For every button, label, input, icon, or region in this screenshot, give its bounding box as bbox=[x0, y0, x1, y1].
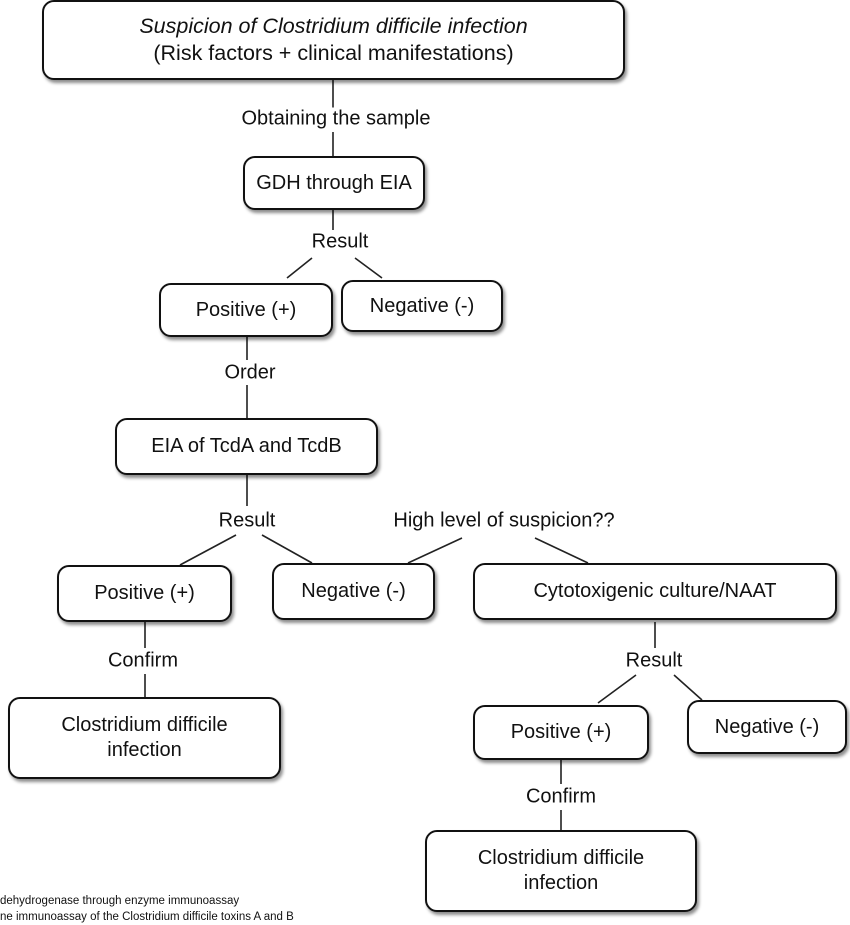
suspicion-node: Suspicion of Clostridium difficile infec… bbox=[42, 0, 625, 80]
gdh-eia-node: GDH through EIA bbox=[243, 156, 425, 210]
negative-label-3: Negative (-) bbox=[714, 715, 820, 738]
cdi-left-line2: infection bbox=[107, 739, 182, 761]
positive-node-3: Positive (+) bbox=[473, 705, 649, 760]
connector bbox=[261, 534, 313, 564]
cytotoxigenic-culture-label: Cytotoxigenic culture/NAAT bbox=[533, 580, 777, 602]
obtaining-sample-label: Obtaining the sample bbox=[239, 107, 433, 131]
positive-label-3: Positive (+) bbox=[510, 721, 612, 743]
connector bbox=[407, 537, 463, 564]
cdi-right-line2: infection bbox=[523, 872, 599, 894]
eia-toxins-node: EIA of TcdA and TcdB bbox=[115, 418, 378, 475]
result-label-2: Result bbox=[216, 509, 278, 533]
eia-toxins-label: EIA of TcdA and TcdB bbox=[151, 435, 342, 457]
cdi-node-right: Clostridium difficile infection bbox=[425, 830, 697, 912]
gdh-eia-label: GDH through EIA bbox=[256, 171, 412, 194]
connector bbox=[179, 534, 237, 566]
footnote-line-1: dehydrogenase through enzyme immunoassay bbox=[0, 895, 240, 907]
negative-node-3: Negative (-) bbox=[687, 700, 847, 754]
negative-label-2: Negative (-) bbox=[301, 580, 406, 602]
negative-node-1: Negative (-) bbox=[341, 280, 503, 332]
connector bbox=[534, 537, 589, 564]
positive-node-2: Positive (+) bbox=[57, 565, 232, 622]
footnote-line-2: ne immunoassay of the Clostridium diffic… bbox=[0, 911, 294, 923]
connector bbox=[354, 257, 383, 279]
positive-node-1: Positive (+) bbox=[159, 283, 333, 337]
suspicion-subtitle: (Risk factors + clinical manifestations) bbox=[153, 41, 514, 65]
order-label: Order bbox=[222, 361, 278, 385]
cytotoxigenic-culture-node: Cytotoxigenic culture/NAAT bbox=[473, 563, 837, 620]
confirm-label-1: Confirm bbox=[105, 649, 181, 673]
high-suspicion-label: High level of suspicion?? bbox=[391, 509, 617, 533]
cdi-left-line1: Clostridium difficile bbox=[61, 714, 228, 736]
positive-label-1: Positive (+) bbox=[195, 298, 297, 321]
connector bbox=[286, 257, 313, 279]
positive-label-2: Positive (+) bbox=[94, 582, 195, 604]
confirm-label-2: Confirm bbox=[523, 785, 599, 809]
cdi-right-line1: Clostridium difficile bbox=[477, 847, 645, 869]
negative-label-1: Negative (-) bbox=[369, 294, 475, 317]
cdi-node-left: Clostridium difficile infection bbox=[8, 697, 281, 779]
suspicion-title: Suspicion of Clostridium difficile infec… bbox=[139, 14, 528, 39]
connector bbox=[673, 674, 703, 701]
result-label-3: Result bbox=[623, 649, 685, 673]
negative-node-2: Negative (-) bbox=[272, 563, 435, 620]
connector bbox=[597, 674, 637, 704]
result-label-1: Result bbox=[309, 230, 371, 254]
